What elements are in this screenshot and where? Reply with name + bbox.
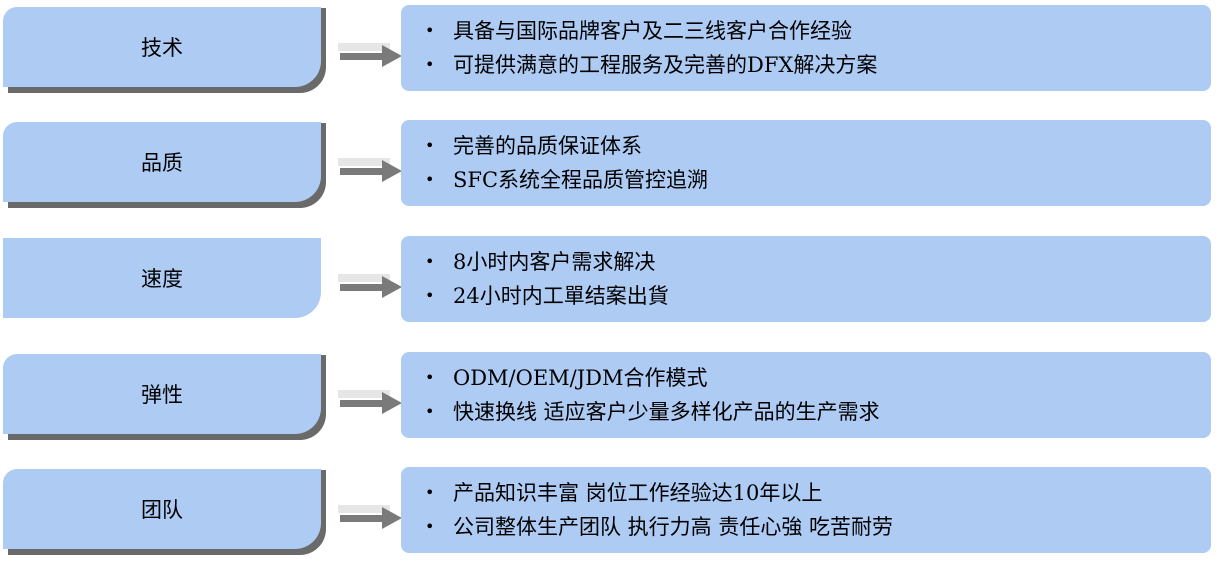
label-tech: 技术 <box>3 7 321 87</box>
bullet-item: • 8小时内客户需求解决 <box>425 244 1211 278</box>
label-quality: 品质 <box>3 122 321 202</box>
row-team: 团队 • 产品知识丰富 岗位工作经验达10年以上 • 公司整体生产团队 执行力高 责… <box>0 467 1220 567</box>
bullet-item: • 快速换线 适应客户少量多样化产品的生产需求 <box>425 394 1211 428</box>
label-flexibility: 弹性 <box>3 354 321 434</box>
bullet-item: • 产品知识丰富 岗位工作经验达10年以上 <box>425 475 1211 509</box>
bullet-dot: • <box>425 482 435 502</box>
bullet-item: • 24小时内工單结案出貨 <box>425 278 1211 312</box>
detail-box-speed: • 8小时内客户需求解决 • 24小时内工單结案出貨 <box>401 236 1211 322</box>
bullet-item: • 可提供满意的工程服务及完善的DFX解决方案 <box>425 47 1211 81</box>
bullet-dot: • <box>425 251 435 271</box>
bullet-item: • 完善的品质保证体系 <box>425 128 1211 162</box>
arrow-right-icon <box>338 390 402 414</box>
bullet-dot: • <box>425 54 435 74</box>
bullet-text: ODM/OEM/JDM合作模式 <box>453 366 708 390</box>
bullet-item: • ODM/OEM/JDM合作模式 <box>425 360 1211 394</box>
arrow-right-icon <box>338 43 402 67</box>
row-quality: 品质 • 完善的品质保证体系 • SFC系统全程品质管控追溯 <box>0 120 1220 220</box>
detail-box-tech: • 具备与国际品牌客户及二三线客户合作经验 • 可提供满意的工程服务及完善的DFX解… <box>401 5 1211 91</box>
bullet-text: 具备与国际品牌客户及二三线客户合作经验 <box>453 19 852 43</box>
bullet-dot: • <box>425 367 435 387</box>
row-tech: 技术 • 具备与国际品牌客户及二三线客户合作经验 • 可提供满意的工程服务及完善的D… <box>0 5 1220 105</box>
bullet-item: • 公司整体生产团队 执行力高 责任心強 吃苦耐劳 <box>425 509 1211 543</box>
bullet-dot: • <box>425 401 435 421</box>
bullet-text: 产品知识丰富 岗位工作经验达10年以上 <box>453 481 823 505</box>
bullet-item: • 具备与国际品牌客户及二三线客户合作经验 <box>425 13 1211 47</box>
bullet-dot: • <box>425 516 435 536</box>
bullet-text: 8小时内客户需求解决 <box>453 250 656 274</box>
bullet-text: 快速换线 适应客户少量多样化产品的生产需求 <box>453 400 880 424</box>
bullet-item: • SFC系统全程品质管控追溯 <box>425 162 1211 196</box>
label-speed: 速度 <box>3 238 321 318</box>
arrow-right-icon <box>338 505 402 529</box>
bullet-text: SFC系统全程品质管控追溯 <box>453 168 709 192</box>
bullet-text: 公司整体生产团队 执行力高 责任心強 吃苦耐劳 <box>453 515 894 539</box>
bullet-text: 可提供满意的工程服务及完善的DFX解决方案 <box>453 53 878 77</box>
label-team: 团队 <box>3 469 321 549</box>
detail-box-quality: • 完善的品质保证体系 • SFC系统全程品质管控追溯 <box>401 120 1211 206</box>
row-flexibility: 弹性 • ODM/OEM/JDM合作模式 • 快速换线 适应客户少量多样化产品的生产… <box>0 352 1220 452</box>
arrow-right-icon <box>338 274 402 298</box>
arrow-right-icon <box>338 158 402 182</box>
bullet-dot: • <box>425 135 435 155</box>
row-speed: 速度 • 8小时内客户需求解决 • 24小时内工單结案出貨 <box>0 236 1220 336</box>
bullet-dot: • <box>425 169 435 189</box>
detail-box-flexibility: • ODM/OEM/JDM合作模式 • 快速换线 适应客户少量多样化产品的生产需求 <box>401 352 1211 438</box>
detail-box-team: • 产品知识丰富 岗位工作经验达10年以上 • 公司整体生产团队 执行力高 责任心強… <box>401 467 1211 553</box>
bullet-text: 24小时内工單结案出貨 <box>453 284 669 308</box>
bullet-text: 完善的品质保证体系 <box>453 134 642 158</box>
bullet-dot: • <box>425 20 435 40</box>
bullet-dot: • <box>425 285 435 305</box>
